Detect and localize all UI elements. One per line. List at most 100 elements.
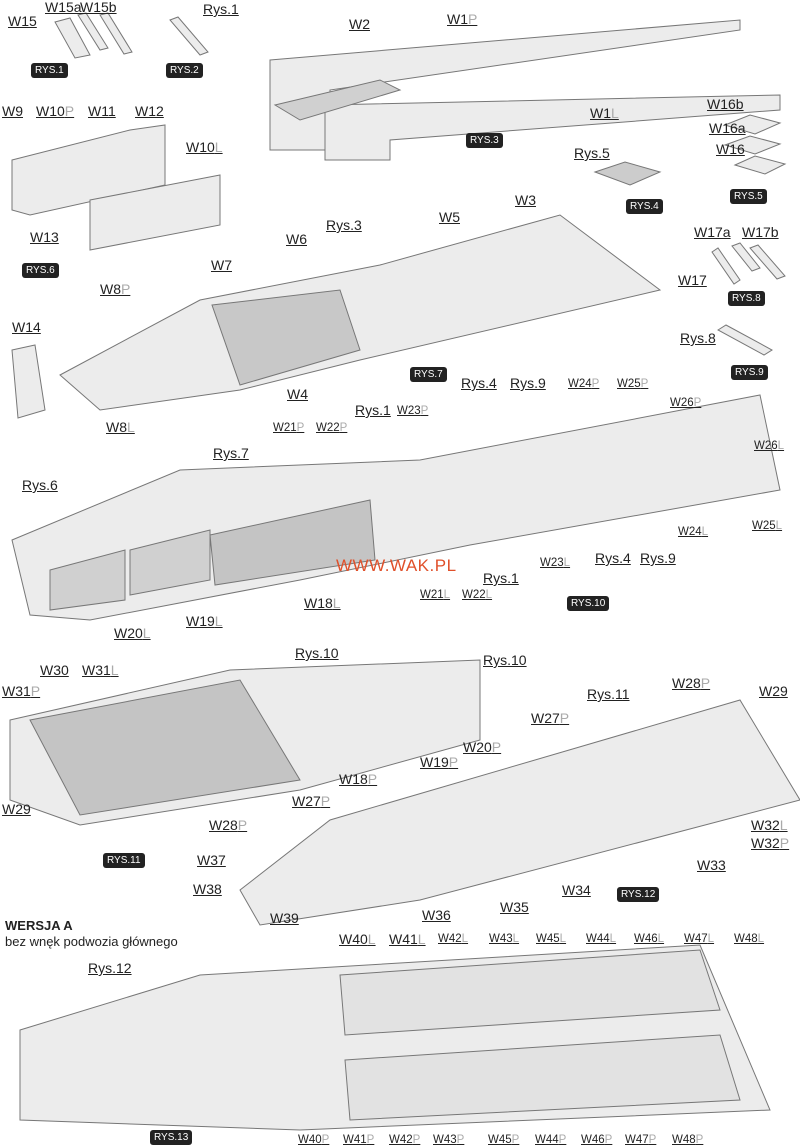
- part-label-text: W24: [568, 378, 592, 390]
- part-label-text: W15b: [80, 0, 117, 15]
- part-label-text: W16b: [707, 96, 744, 112]
- part-w1l: [324, 94, 781, 161]
- part-label: W30: [40, 663, 69, 677]
- part-label: W31P: [2, 684, 40, 698]
- part-label-text: W10: [186, 139, 215, 155]
- part-label: W19L: [186, 614, 223, 628]
- part-label: W25L: [752, 519, 782, 533]
- figure-badge: RYS.9: [731, 365, 768, 380]
- part-label-text: W42: [438, 933, 462, 945]
- part-label: Rys.6: [22, 478, 58, 492]
- figure-badge: RYS.8: [728, 291, 765, 306]
- part-label: W13: [30, 230, 59, 244]
- part-label: W16a: [709, 121, 746, 135]
- part-label-text: W26: [670, 397, 694, 409]
- part-label: W27P: [292, 794, 330, 808]
- part-label-text: Rys.4: [461, 375, 497, 391]
- part-label-side: P: [64, 103, 75, 119]
- part-label: W41L: [389, 932, 426, 946]
- part-label-text: W3: [515, 192, 536, 208]
- part-label: W35: [500, 900, 529, 914]
- part-label: W7: [211, 258, 232, 272]
- part-label: W44L: [586, 932, 616, 946]
- part-label: Rys.9: [510, 376, 546, 390]
- figure-badge: RYS.3: [466, 133, 503, 148]
- part-label: Rys.3: [326, 218, 362, 232]
- part-label: W38: [193, 882, 222, 896]
- part-label-text: W29: [759, 683, 788, 699]
- part-label-text: Rys.10: [295, 645, 339, 661]
- part-label: W48P: [672, 1133, 703, 1147]
- part-label-text: W15a: [45, 0, 82, 15]
- part-w15: [54, 17, 91, 59]
- part-label-side: P: [491, 739, 502, 755]
- part-label-text: W36: [422, 907, 451, 923]
- part-label: W1L: [590, 106, 619, 120]
- part-label: Rys.4: [595, 551, 631, 565]
- part-label: W27P: [531, 711, 569, 725]
- part-label: W10P: [36, 104, 74, 118]
- part-label-text: Rys.8: [680, 330, 716, 346]
- part-label: W29: [2, 802, 31, 816]
- part-label-text: W2: [349, 16, 370, 32]
- part-label-text: W43: [489, 933, 513, 945]
- part-label-text: W45: [536, 933, 560, 945]
- part-label-text: Rys.7: [213, 445, 249, 461]
- part-label: W15: [8, 14, 37, 28]
- part-label-text: W10: [36, 103, 65, 119]
- part-label-text: W47: [625, 1134, 649, 1146]
- part-label: W8P: [100, 282, 130, 296]
- part-label-text: W16: [716, 141, 745, 157]
- part-label-text: Rys.9: [510, 375, 546, 391]
- part-label: W9: [2, 104, 23, 118]
- part-label-side: P: [648, 1134, 657, 1146]
- part-label: W26L: [754, 439, 784, 453]
- part-label: W33: [697, 858, 726, 872]
- part-label-text: W26: [754, 440, 778, 452]
- part-label-text: W1: [590, 105, 611, 121]
- part-label: Rys.1: [355, 403, 391, 417]
- version-title: WERSJA A: [5, 918, 73, 933]
- part-label-text: W48: [672, 1134, 696, 1146]
- watermark-text: WWW.WAK.PL: [336, 556, 457, 575]
- part-label-text: Rys.1: [355, 402, 391, 418]
- figure-badge: RYS.1: [31, 63, 68, 78]
- part-label-text: W24: [678, 526, 702, 538]
- part-label-text: Rys.1: [203, 1, 239, 17]
- part-label-text: W25: [752, 520, 776, 532]
- part-label-side: L: [657, 933, 665, 945]
- part-label-text: W32: [751, 817, 780, 833]
- part-label-text: Rys.11: [587, 686, 630, 702]
- part-label-side: P: [339, 422, 348, 434]
- part-label-side: P: [591, 378, 600, 390]
- part-label-side: P: [237, 817, 248, 833]
- part-label: W36: [422, 908, 451, 922]
- part-label-text: W23: [397, 405, 421, 417]
- part-label: W47P: [625, 1133, 656, 1147]
- part-label: W26P: [670, 396, 701, 410]
- part-label: W32L: [751, 818, 788, 832]
- part-label-text: W5: [439, 209, 460, 225]
- part-label: W1P: [447, 12, 477, 26]
- part-label-text: Rys.5: [574, 145, 610, 161]
- part-label-side: L: [214, 613, 223, 629]
- figure-badge: RYS.4: [626, 199, 663, 214]
- part-label: W44P: [535, 1133, 566, 1147]
- figure-badge: RYS.2: [166, 63, 203, 78]
- figure-badge: RYS.7: [410, 367, 447, 382]
- part-rys7: [59, 214, 662, 411]
- part-label: W39: [270, 911, 299, 925]
- figure-badge: RYS.13: [150, 1130, 193, 1145]
- part-label-text: W17b: [742, 224, 779, 240]
- part-label-side: P: [366, 1134, 375, 1146]
- part-label-text: W43: [433, 1134, 457, 1146]
- part-label: W15a: [45, 0, 82, 14]
- part-label-text: W27: [292, 793, 321, 809]
- part-bays-upper: [339, 949, 721, 1036]
- part-label: Rys.11: [587, 687, 630, 701]
- part-label-text: W21: [273, 422, 297, 434]
- part-label: W47L: [684, 932, 714, 946]
- part-label-text: W38: [193, 881, 222, 897]
- part-label-side: L: [777, 440, 785, 452]
